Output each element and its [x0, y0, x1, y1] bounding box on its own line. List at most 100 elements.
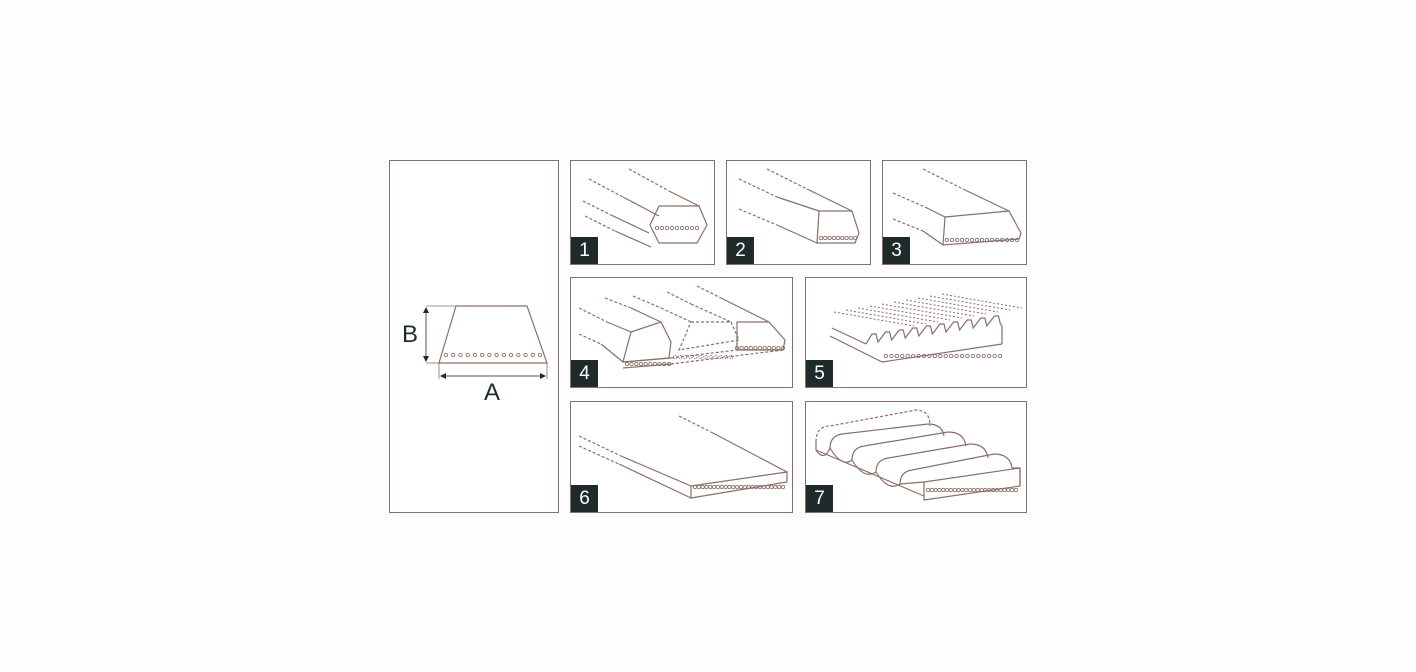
cord-mark	[956, 487, 961, 493]
cord-mark	[713, 354, 718, 360]
banded-v-belt-icon	[578, 285, 786, 369]
profile-number-badge: 2	[727, 237, 754, 264]
cord-mark	[693, 354, 698, 360]
cord-mark	[949, 237, 955, 243]
cord-mark	[974, 237, 980, 243]
profile-number-badge: 6	[571, 485, 598, 512]
rib-line	[905, 299, 987, 315]
cord-mark	[999, 237, 1005, 243]
cord-mark	[472, 352, 478, 358]
cord-mark	[734, 345, 740, 351]
cord-mark	[933, 487, 938, 493]
cord-mark	[769, 484, 774, 490]
cord-mark	[739, 345, 744, 351]
trapezoid-cross-section-icon	[423, 305, 548, 379]
cord-mark	[992, 353, 997, 359]
cord-mark	[941, 487, 946, 493]
rib-line	[941, 293, 1023, 309]
cord-mark	[719, 484, 724, 490]
cord-mark	[674, 225, 680, 231]
rib-line	[881, 303, 963, 319]
cord-mark	[734, 484, 740, 490]
cord-mark	[959, 237, 965, 243]
cord-mark	[748, 345, 753, 351]
cord-mark	[948, 353, 954, 359]
cord-mark	[703, 354, 708, 360]
rib-line	[845, 309, 927, 325]
cord-mark	[708, 354, 713, 360]
cord-mark	[677, 354, 683, 360]
cord-mark	[771, 345, 776, 351]
cord-mark	[971, 487, 977, 493]
cord-mark	[728, 354, 734, 360]
cord-mark	[943, 353, 948, 359]
cord-mark	[669, 225, 675, 231]
cord-mark	[883, 353, 889, 359]
cord-mark	[981, 353, 986, 359]
cord-mark	[976, 353, 981, 359]
rib-line	[869, 305, 951, 321]
cord-mark	[683, 354, 688, 360]
cord-mark	[708, 484, 713, 490]
cord-mark	[959, 353, 965, 359]
cord-mark	[938, 353, 943, 359]
cord-mark	[948, 487, 954, 493]
cord-mark	[823, 235, 828, 241]
profile-panel-3: 3	[882, 160, 1027, 265]
cord-mark	[723, 354, 729, 360]
cord-mark	[997, 353, 1003, 359]
cord-mark	[840, 235, 845, 241]
cord-mark	[827, 235, 832, 241]
rib-line	[857, 307, 939, 323]
dimension-panel: B A	[389, 160, 559, 513]
cord-mark	[629, 361, 634, 367]
cord-mark	[964, 237, 970, 243]
cord-mark	[927, 353, 932, 359]
cord-mark	[954, 237, 960, 243]
cord-mark	[925, 487, 931, 493]
profile-panel-2: 2	[726, 160, 871, 265]
cord-mark	[921, 353, 927, 359]
profile-number-badge: 1	[571, 237, 598, 264]
cord-mark	[696, 484, 701, 490]
profile-panel-7: 7	[805, 401, 1027, 513]
cord-mark	[1004, 237, 1010, 243]
cord-mark	[835, 235, 841, 241]
cord-mark	[537, 352, 543, 358]
cord-mark	[738, 484, 744, 490]
cord-mark	[944, 487, 950, 493]
cord-mark	[753, 345, 758, 351]
cord-mark	[684, 225, 690, 231]
cord-mark	[776, 345, 781, 351]
profile-panel-5: 5	[805, 277, 1027, 388]
cord-mark	[831, 235, 836, 241]
profile-panel-4: 4	[570, 277, 793, 388]
cord-mark	[508, 352, 514, 358]
cord-mark	[905, 353, 910, 359]
cord-mark	[704, 484, 709, 490]
cord-mark	[967, 487, 973, 493]
cord-mark	[910, 353, 916, 359]
cord-mark	[916, 353, 921, 359]
cord-mark	[989, 237, 995, 243]
cord-mark	[937, 487, 942, 493]
cord-mark	[1013, 487, 1019, 493]
cord-mark	[679, 225, 685, 231]
cord-mark	[979, 237, 985, 243]
cord-mark	[818, 235, 824, 241]
cord-mark	[900, 353, 905, 359]
cord-mark	[648, 361, 653, 367]
rib-line	[929, 295, 1011, 311]
cord-mark	[494, 352, 499, 358]
cord-mark	[929, 487, 934, 493]
cord-mark	[672, 354, 678, 360]
profile-number-badge: 4	[571, 360, 598, 387]
cord-mark	[964, 487, 969, 493]
rib-line	[917, 297, 999, 313]
cord-mark	[954, 353, 959, 359]
cord-mark	[731, 484, 736, 490]
cord-mark	[643, 361, 648, 367]
cord-mark	[970, 353, 976, 359]
cord-mark	[1010, 487, 1015, 493]
cord-mark	[659, 225, 665, 231]
